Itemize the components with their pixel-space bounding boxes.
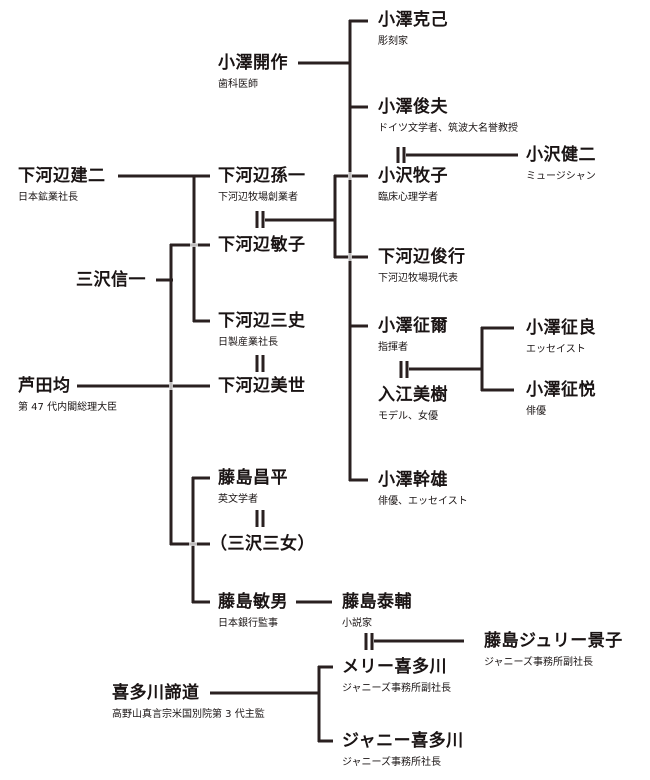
- person-name: 小澤俊夫: [378, 97, 448, 117]
- person-kitagawa-taido: 喜多川諦道 高野山真言宗米国別院第 3 代主監: [112, 683, 265, 722]
- person-name: 下河辺美世: [218, 376, 306, 396]
- person-role: 指揮者: [378, 342, 408, 353]
- person-role: 歯科医師: [218, 79, 258, 90]
- person-ozawa-seiji: 小澤征爾 指揮者: [378, 316, 448, 355]
- person-fujishima-taisuke: 藤島泰輔 小説家: [342, 592, 412, 631]
- person-name: 下河辺建二: [18, 166, 106, 186]
- person-name: 下河辺敏子: [218, 235, 306, 255]
- person-name: 下河辺俊行: [378, 247, 466, 267]
- person-ozawa-katsumi: 小澤克己 彫刻家: [378, 10, 448, 49]
- person-role: ドイツ文学者、筑波大名誉教授: [378, 123, 518, 134]
- person-role: エッセイスト: [526, 344, 586, 355]
- person-name: 小澤征悦: [526, 380, 596, 400]
- person-name: 小沢健二: [526, 145, 596, 165]
- person-name: 藤島ジュリー景子: [484, 631, 623, 651]
- person-name: 喜多川諦道: [112, 683, 200, 703]
- person-role: 小説家: [342, 618, 372, 629]
- person-name: 芦田均: [18, 376, 71, 396]
- person-role: 日製産業社長: [218, 337, 278, 348]
- person-ozawa-mikio: 小澤幹雄 俳優、エッセイスト: [378, 470, 468, 509]
- person-name: 小澤征良: [526, 318, 596, 338]
- person-role: ジャニーズ事務所社長: [342, 757, 441, 768]
- person-role: 臨床心理学者: [378, 192, 438, 203]
- person-role: モデル、女優: [378, 411, 438, 422]
- person-role: ミュージシャン: [526, 171, 596, 182]
- person-name: 小澤開作: [218, 53, 288, 73]
- person-shimokobe-toshiyuki: 下河辺俊行 下河辺牧場現代表: [378, 247, 466, 286]
- person-name: 入江美樹: [378, 385, 448, 405]
- person-name: 小澤幹雄: [378, 470, 448, 490]
- person-ozawa-makiko: 小沢牧子 臨床心理学者: [378, 166, 448, 205]
- person-misawa-shinichi: 三沢信一: [76, 270, 146, 290]
- person-misawa-sanjo: （三沢三女）: [210, 534, 315, 554]
- person-name: 藤島昌平: [218, 468, 288, 488]
- person-role: 英文学者: [218, 494, 258, 505]
- person-ozawa-seira: 小澤征良 エッセイスト: [526, 318, 596, 357]
- person-ozawa-toshio: 小澤俊夫 ドイツ文学者、筑波大名誉教授: [378, 97, 518, 136]
- person-ozawa-kenji: 小沢健二 ミュージシャン: [526, 145, 596, 184]
- person-shimokobe-kenji: 下河辺建二 日本鉱業社長: [18, 166, 106, 205]
- person-name: 小澤征爾: [378, 316, 448, 336]
- person-role: 俳優、エッセイスト: [378, 496, 468, 507]
- person-ashida-hitoshi: 芦田均 第 47 代内閣総理大臣: [18, 376, 117, 415]
- person-name: メリー喜多川: [342, 657, 447, 677]
- person-role: 日本鉱業社長: [18, 192, 78, 203]
- person-role: 下河辺牧場創業者: [218, 192, 298, 203]
- person-name: 三沢信一: [76, 270, 146, 290]
- person-role: 俳優: [526, 406, 546, 417]
- person-ozawa-yukiyoshi: 小澤征悦 俳優: [526, 380, 596, 419]
- person-irie-miki: 入江美樹 モデル、女優: [378, 385, 448, 424]
- person-shimokobe-magoichi: 下河辺孫一 下河辺牧場創業者: [218, 166, 306, 205]
- person-johnny-kitagawa: ジャニー喜多川 ジャニーズ事務所社長: [342, 731, 464, 770]
- person-name: 小沢牧子: [378, 166, 448, 186]
- person-ozawa-kaisaku: 小澤開作 歯科医師: [218, 53, 288, 92]
- person-role: 彫刻家: [378, 36, 408, 47]
- person-name: 藤島泰輔: [342, 592, 412, 612]
- person-name: 下河辺三史: [218, 311, 306, 331]
- person-name: 藤島敏男: [218, 592, 288, 612]
- person-name: 小澤克己: [378, 10, 448, 30]
- person-mary-kitagawa: メリー喜多川 ジャニーズ事務所副社長: [342, 657, 451, 696]
- person-shimokobe-sanshi: 下河辺三史 日製産業社長: [218, 311, 306, 350]
- person-fujishima-shohei: 藤島昌平 英文学者: [218, 468, 288, 507]
- person-shimokobe-miyo: 下河辺美世: [218, 376, 306, 396]
- person-role: 高野山真言宗米国別院第 3 代主監: [112, 709, 265, 720]
- person-role: 第 47 代内閣総理大臣: [18, 402, 118, 413]
- person-name: （三沢三女）: [210, 534, 315, 554]
- person-fujishima-julie: 藤島ジュリー景子 ジャニーズ事務所副社長: [484, 631, 623, 670]
- person-role: ジャニーズ事務所副社長: [342, 683, 451, 694]
- person-role: ジャニーズ事務所副社長: [484, 657, 593, 668]
- person-name: 下河辺孫一: [218, 166, 306, 186]
- person-role: 下河辺牧場現代表: [378, 273, 458, 284]
- person-fujishima-toshio: 藤島敏男 日本銀行監事: [218, 592, 288, 631]
- person-name: ジャニー喜多川: [342, 731, 464, 751]
- person-shimokobe-toshiko: 下河辺敏子: [218, 235, 306, 255]
- person-role: 日本銀行監事: [218, 618, 278, 629]
